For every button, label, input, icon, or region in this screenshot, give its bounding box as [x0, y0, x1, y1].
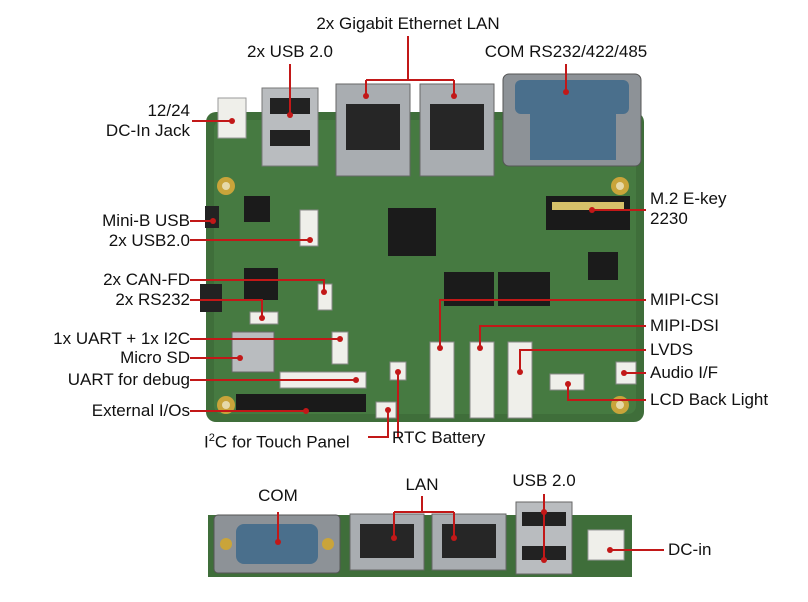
label-rtc-battery: RTC Battery [392, 428, 486, 447]
m2-slot [546, 196, 630, 230]
label-i2c-prefix: I [204, 432, 209, 452]
label-bottom-dcin: DC-in [668, 540, 712, 559]
label-mipi-csi: MIPI-CSI [650, 290, 719, 309]
label-com-port: COM RS232/422/485 [484, 42, 648, 61]
label-mini-b-usb: Mini-B USB [102, 211, 190, 230]
label-i2c-touch-panel: I2C for Touch Panel [204, 428, 350, 453]
external-io-header [236, 394, 366, 412]
soc-chip [388, 208, 436, 256]
label-uart-debug: UART for debug [67, 370, 190, 389]
label-can-fd: 2x CAN-FD [103, 270, 190, 289]
label-bottom-com: COM [258, 486, 298, 505]
label-usb2-top: 2x USB 2.0 [247, 42, 333, 61]
label-external-io: External I/Os [91, 401, 190, 420]
label-i2c-suffix: C for Touch Panel [214, 432, 350, 452]
label-uart-i2c: 1x UART + 1x I2C [53, 329, 190, 348]
label-bottom-lan: LAN [405, 475, 439, 494]
mini-b-usb-port [205, 206, 219, 228]
label-lcd-backlight: LCD Back Light [650, 390, 769, 409]
rtc-battery-connector [389, 361, 407, 381]
pmic-chip [244, 268, 278, 300]
micro-sd-slot [231, 331, 275, 373]
label-bottom-usb: USB 2.0 [512, 471, 576, 490]
label-gbe-lan: 2x Gigabit Ethernet LAN [316, 14, 500, 33]
label-m2-ekey: M.2 E-key 2230 [650, 189, 727, 228]
dc-jack [217, 97, 247, 139]
label-audio-if: Audio I/F [650, 363, 719, 382]
label-usb2-internal: 2x USB2.0 [108, 231, 190, 250]
rear-dc-jack [587, 529, 625, 561]
label-rs232: 2x RS232 [115, 290, 190, 309]
label-i2c-sup: 2 [208, 432, 215, 444]
label-mipi-dsi: MIPI-DSI [650, 316, 719, 335]
memory-chip-1 [444, 272, 494, 306]
memory-chip-2 [498, 272, 550, 306]
label-dc-in-jack: 12/24 DC-In Jack [105, 101, 190, 140]
label-micro-sd: Micro SD [120, 348, 190, 367]
label-lvds: LVDS [650, 340, 694, 359]
